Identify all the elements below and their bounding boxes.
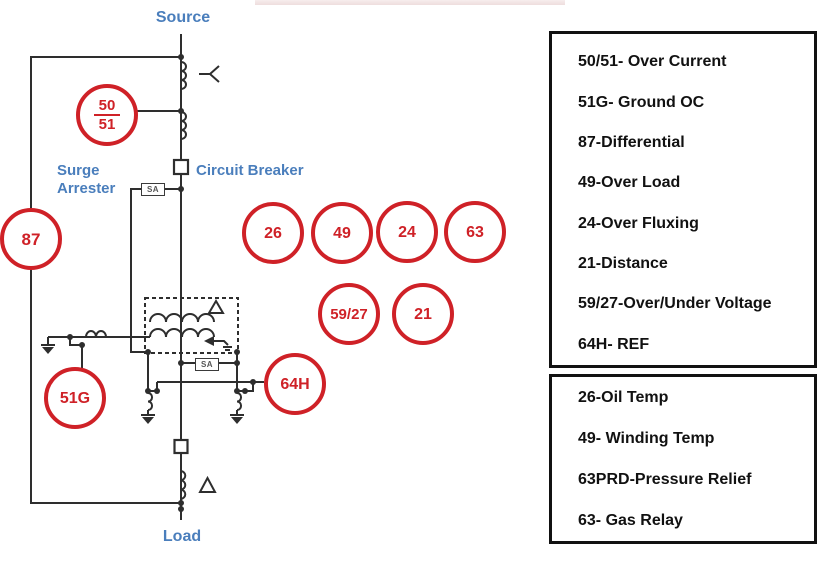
relay-circle-64h: 64H [264,353,326,415]
winding-hv [149,313,215,323]
differential-loop [30,56,181,504]
legend-item: 21-Distance [578,255,668,273]
load-label: Load [162,528,202,545]
sa-box-label: SA [146,185,160,194]
legend-item: 59/27-Over/Under Voltage [578,295,772,313]
legend-box-protection: 50/51- Over Current 51G- Ground OC 87-Di… [549,31,817,368]
relay-circle-26: 26 [242,202,304,264]
relay-label: 51G [59,389,91,407]
surge-arrester-label: Surge Arrester [57,162,116,197]
legend-item: 51G- Ground OC [578,93,705,111]
transformer-box [144,297,239,354]
surge-arrester-box-bottom: SA [195,358,219,371]
relay-label: 59/27 [330,305,368,323]
legend-item: 49-Over Load [578,174,681,192]
ground-triangle-drop-right [231,417,243,424]
ground-triangle-drop-left [142,417,154,424]
relay-label: 21 [414,305,432,323]
relay-circle-24: 24 [376,201,438,263]
circuit-breaker-symbol-top [172,158,190,176]
ct-coil-drop-left [147,392,154,411]
delta-symbol-load [198,475,217,493]
circuit-breaker-label: Circuit Breaker [196,162,304,179]
ct-coil-drop-right [236,392,243,411]
relay-circle-49: 49 [311,202,373,264]
circuit-breaker-symbol-bottom [173,438,189,455]
winding-lv [149,328,215,338]
source-label: Source [155,9,211,26]
legend-box-mechanical: 26-Oil Temp 49- Winding Temp 63PRD-Press… [549,374,817,544]
sa-box-label: SA [200,360,214,369]
surge-arrester-box-top: SA [141,183,165,196]
relay-label: 87 [21,229,41,249]
single-line-diagram [30,34,264,520]
legend-item: 63- Gas Relay [578,511,683,529]
legend-item: 63PRD-Pressure Relief [578,470,752,488]
legend-item: 50/51- Over Current [578,53,727,71]
relay-label: 24 [398,223,416,241]
delta-symbol-hv [207,299,225,314]
legend-item: 64H- REF [578,335,650,353]
fraction-bar [94,114,120,116]
relay-circle-21: 21 [392,283,454,345]
legend-item: 49- Winding Temp [578,430,715,448]
relay-circle-50-51: 50 51 [76,84,138,146]
legend-item: 24-Over Fluxing [578,214,699,232]
ct-coil-source-1 [180,61,187,90]
relay-circle-87: 87 [0,208,62,270]
relay-label: 51 [98,116,116,133]
sa1-lead-left [130,188,148,353]
relay-circle-63: 63 [444,201,506,263]
relay-label: 64H [280,375,310,393]
winding-earth-hatch [223,346,232,351]
ct-coil-source-2 [180,111,187,140]
ground-triangle-neutral [42,347,54,354]
ct-coil-neutral [85,330,107,338]
relay-51g-lead [69,337,83,368]
legend-item: 87-Differential [578,133,685,151]
legend-item: 26-Oil Temp [578,389,669,407]
relay-label: 50 [98,97,116,114]
relay-label: 63 [466,223,484,241]
winding-earth-lead [214,340,229,346]
relay-circle-51g: 51G [44,367,106,429]
wye-symbol [199,65,220,83]
relay-label: 26 [264,224,282,242]
cropped-title-remnant [255,0,565,5]
ct-coil-load [180,470,187,500]
relay-label: 49 [333,224,351,242]
earth-arrow [204,336,214,346]
relay-circle-59-27: 59/27 [318,283,380,345]
